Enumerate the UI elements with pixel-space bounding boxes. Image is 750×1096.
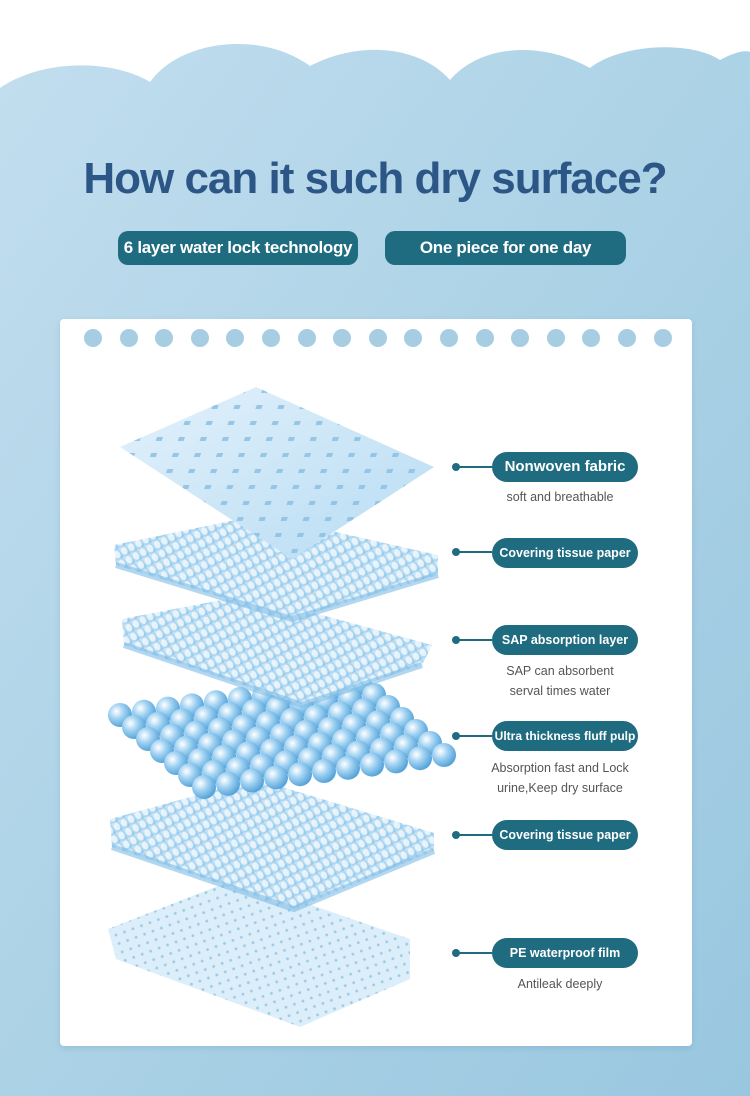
layer-label: PE waterproof film — [492, 938, 638, 968]
layer-desc-line: Antileak deeply — [517, 977, 603, 991]
connector-line — [458, 466, 492, 468]
feature-pill-one-day: One piece for one day — [385, 231, 626, 265]
hole — [155, 329, 174, 347]
fluff-ball — [360, 752, 384, 777]
feature-pill-water-lock: 6 layer water lock technology — [118, 231, 358, 265]
connector-line — [458, 551, 492, 553]
fluff-ball — [336, 755, 360, 780]
connector-line — [458, 834, 492, 836]
hole — [297, 329, 316, 347]
fluff-ball — [432, 743, 456, 767]
layers-card: Nonwoven fabric soft and breathable Cove… — [60, 319, 692, 1046]
connector-dot — [452, 732, 460, 740]
hole — [653, 329, 672, 347]
hole — [404, 329, 423, 347]
hole — [333, 329, 352, 347]
layer-desc-line: serval times water — [509, 684, 611, 698]
hole — [226, 329, 245, 347]
hole — [368, 329, 387, 347]
connector-line — [458, 735, 492, 737]
connector-dot — [452, 831, 460, 839]
fluff-ball — [288, 762, 312, 787]
layer-desc-line: SAP can absorbent — [506, 664, 614, 678]
hole — [190, 329, 209, 347]
layer-desc-line: urine,Keep dry surface — [497, 781, 623, 795]
connector-dot — [452, 636, 460, 644]
layer-desc-line: Absorption fast and Lock — [491, 761, 629, 775]
layer-label: Nonwoven fabric — [492, 452, 638, 482]
hole — [262, 329, 280, 347]
notebook-holes — [60, 319, 692, 359]
hole — [546, 329, 565, 347]
connector-line — [458, 952, 492, 954]
connector-dot — [452, 463, 460, 471]
fluff-ball — [240, 768, 264, 793]
fluff-ball — [216, 771, 240, 796]
page-title: How can it such dry surface? — [83, 154, 667, 203]
connector-dot — [452, 949, 460, 957]
hole — [511, 329, 530, 347]
hole — [582, 329, 601, 347]
connector-dot — [452, 548, 460, 556]
layer-label: Ultra thickness fluff pulp — [492, 721, 638, 751]
layer-label: Covering tissue paper — [492, 820, 638, 850]
layer-label: Covering tissue paper — [492, 538, 638, 568]
hole — [440, 329, 458, 347]
connector-line — [458, 639, 492, 641]
fluff-ball — [192, 775, 216, 799]
hole — [119, 329, 138, 347]
hole — [618, 329, 636, 347]
hole — [84, 329, 102, 347]
layer-desc-line: soft and breathable — [506, 490, 614, 504]
fluff-ball — [312, 759, 336, 783]
fluff-ball — [384, 749, 408, 774]
hole — [475, 329, 494, 347]
fluff-ball — [408, 746, 432, 771]
fluff-ball — [264, 765, 288, 790]
layer-label: SAP absorption layer — [492, 625, 638, 655]
diaper-layers-illustration — [108, 387, 456, 1027]
